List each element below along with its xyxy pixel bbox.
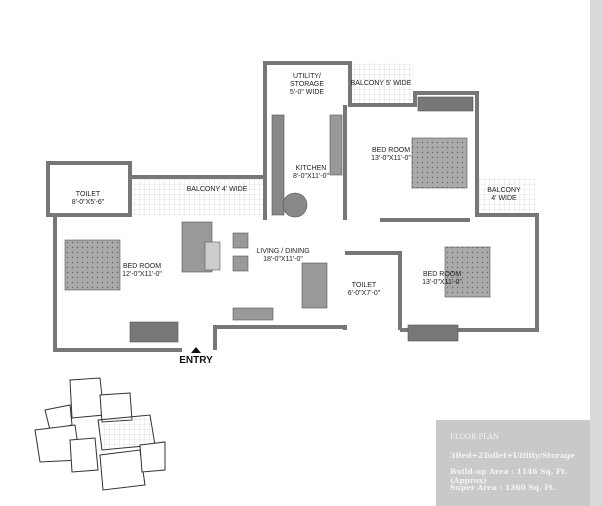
info-buildup-area: Build-up Area : 1146 Sq. Ft. (Approx) bbox=[450, 467, 568, 485]
entry-arrow-icon bbox=[191, 347, 201, 353]
info-title: FLOOR PLAN bbox=[450, 433, 500, 441]
room-label-toilet-left: TOILET 8'-0"X5'-6" bbox=[71, 191, 105, 206]
walls bbox=[46, 61, 539, 352]
side-strip bbox=[590, 0, 603, 506]
room-label-balcony-right: BALCONY 4' WIDE bbox=[487, 187, 521, 202]
room-label-kitchen: KITCHEN 8'-0"X11'-0" bbox=[293, 165, 329, 180]
furniture bbox=[64, 96, 491, 343]
room-label-balcony-4: BALCONY 4' WIDE bbox=[186, 186, 248, 193]
entry-label: ENTRY bbox=[179, 355, 213, 366]
room-label-bedroom-right: BED ROOM 13'-0"X11'-0" bbox=[422, 271, 462, 286]
room-label-living: LIVING / DINING 18'-0"X11'-0" bbox=[256, 248, 310, 263]
info-super-area: Super Area : 1360 Sq. Ft. bbox=[450, 483, 556, 492]
room-label-balcony-5: BALCONY 5' WIDE bbox=[350, 80, 412, 87]
key-plan bbox=[34, 377, 166, 491]
info-config: 3Bed+2Toilet+Utility/Storage bbox=[450, 451, 575, 460]
info-box: FLOOR PLAN 3Bed+2Toilet+Utility/Storage … bbox=[436, 420, 590, 506]
room-label-bedroom-top: BED ROOM 13'-0"X11'-0" bbox=[371, 147, 411, 162]
room-label-toilet-right: TOILET 6'-0"X7'-0" bbox=[347, 282, 381, 297]
room-label-bedroom-left: BED ROOM 12'-0"X11'-0" bbox=[122, 263, 162, 278]
room-label-utility: UTILITY/ STORAGE 5'-0" WIDE bbox=[289, 73, 325, 96]
balconies bbox=[131, 63, 535, 215]
